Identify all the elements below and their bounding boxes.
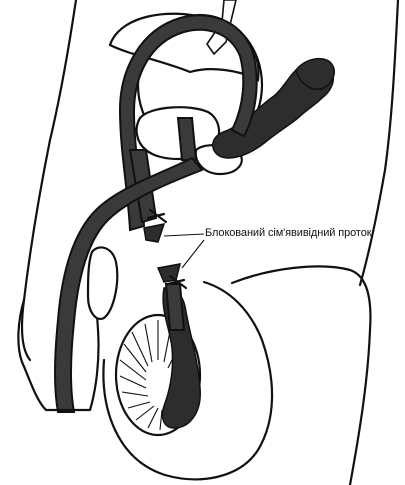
glans [88, 247, 117, 318]
vas-deferens-lower [166, 284, 184, 330]
body-contour-right [360, 0, 398, 285]
pointer-upper [164, 234, 204, 236]
blockage-lower-cap [158, 264, 180, 282]
pointer-lower [182, 240, 204, 268]
blockage-upper-cap [144, 224, 164, 242]
ejaculatory-duct [178, 118, 196, 160]
thigh-contour [232, 266, 370, 485]
blocked-duct-annotation: Блокований сім'явивідний проток [205, 227, 371, 239]
